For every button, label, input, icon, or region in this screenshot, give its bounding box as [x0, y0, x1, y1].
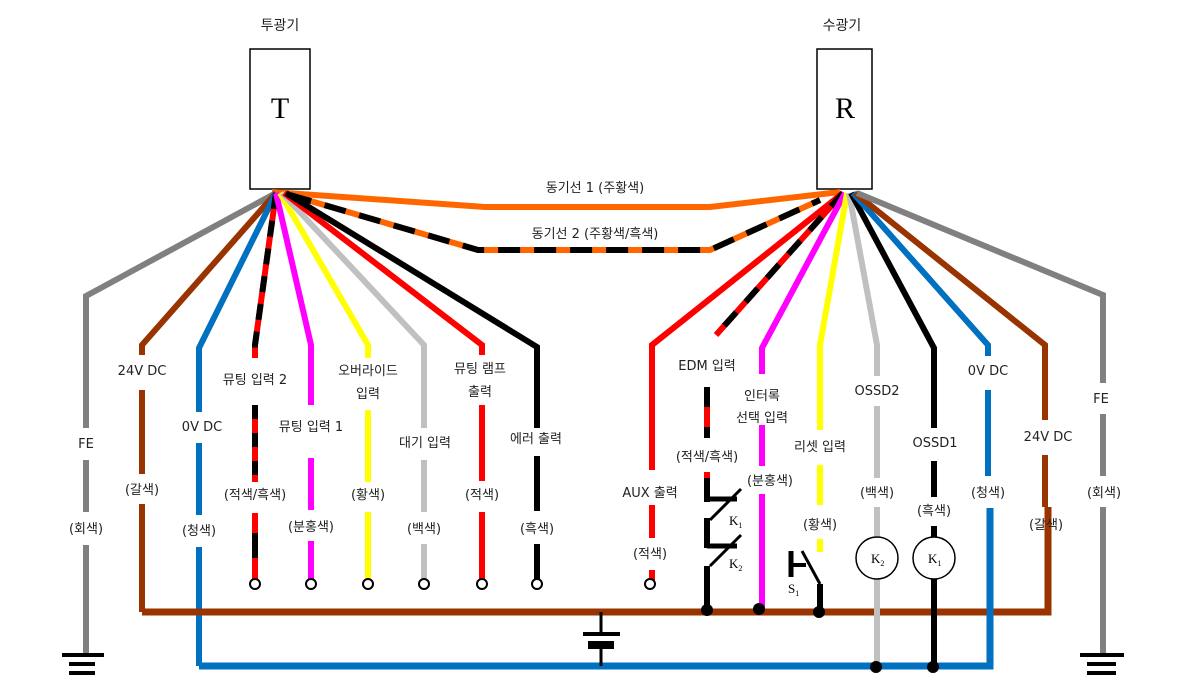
receiver-0v-color: (청색): [971, 486, 1005, 501]
junction-edm: [701, 604, 713, 616]
terminal-standby: [418, 578, 430, 590]
receiver-wire-reset: [817, 192, 850, 430]
junction-ossd2: [870, 661, 882, 673]
junction-reset: [813, 606, 825, 618]
emitter-wire-0v: [196, 191, 279, 412]
emitter-24v-color: (갈색): [125, 483, 159, 498]
emitter-muting2-color: (적색/흑색): [224, 488, 286, 503]
receiver-wire-ossd1: [848, 191, 937, 428]
emitter-muting-lamp-color: (적색): [465, 488, 499, 503]
emitter-muting-lamp-label-1: 뮤팅 램프: [454, 362, 506, 377]
sync-wire-2-label: 동기선 2 (주황색/흑색): [532, 227, 659, 242]
emitter-wire-24v: [139, 191, 279, 355]
receiver-wire-interlock: [759, 191, 848, 374]
emitter-title: 투광기: [261, 18, 300, 34]
terminal-muting1: [305, 578, 317, 590]
emitter-override-color: (황색): [351, 488, 385, 503]
emitter-0v-color: (청색): [182, 524, 216, 539]
sync-wire-1-label: 동기선 1 (주황색): [546, 181, 644, 196]
receiver-ossd1-color: (흑색): [917, 504, 951, 519]
receiver-wire-fe: [855, 190, 1106, 383]
emitter-fe-color: (회색): [69, 522, 103, 537]
receiver-letter: R: [835, 92, 855, 125]
terminal-override: [362, 578, 374, 590]
receiver-wire-edm: [704, 191, 846, 478]
emitter-24v-label: 24V DC: [118, 364, 167, 379]
emitter-wire-override: [277, 191, 371, 358]
receiver-interlock-label-2: 선택 입력: [736, 411, 788, 426]
emitter-muting1-label: 뮤팅 입력 1: [279, 420, 343, 435]
receiver-box: [816, 48, 873, 190]
receiver-wire-aux: [649, 190, 845, 470]
emitter-error-color: (흑색): [520, 522, 554, 537]
sync-wire-2-stripes: [289, 192, 822, 253]
receiver-ossd2-label: OSSD2: [854, 384, 899, 399]
emitter-0v-label: 0V DC: [182, 420, 222, 435]
emitter-wire-muting2: [252, 192, 279, 580]
k1-contact-label: K1: [729, 513, 742, 530]
emitter-fe-label: FE: [78, 437, 94, 452]
ground-icon-left: [62, 653, 104, 675]
terminal-error: [531, 578, 543, 590]
emitter-standby-label: 대기 입력: [399, 436, 451, 451]
receiver-interlock-color: (분홍색): [747, 474, 793, 489]
receiver-title: 수광기: [823, 18, 862, 34]
junction-interlock: [753, 603, 765, 615]
emitter-override-label-2: 입력: [356, 387, 380, 402]
emitter-muting2-label: 뮤팅 입력 2: [223, 373, 287, 388]
junction-ossd1: [927, 661, 939, 673]
emitter-standby-color: (백색): [407, 522, 441, 537]
emitter-error-label: 에러 출력: [510, 432, 562, 447]
emitter-wire-standby: [279, 190, 427, 428]
terminal-muting2: [249, 578, 261, 590]
receiver-interlock-label-1: 인터록: [744, 389, 780, 404]
sync-wire-1: [271, 189, 841, 210]
relay-contact-k1-k2: [704, 478, 743, 610]
receiver-24v-label: 24V DC: [1024, 430, 1073, 445]
emitter-wire-muting1: [273, 192, 314, 405]
receiver-fe-label: FE: [1093, 392, 1109, 407]
emitter-wire-fe: [83, 190, 278, 428]
receiver-24v-color: (갈색): [1029, 518, 1063, 533]
power-supply-icon: [583, 612, 620, 666]
receiver-wire-ossd2: [846, 192, 880, 376]
terminal-muting-lamp: [476, 578, 488, 590]
emitter-muting1-color: (분홍색): [288, 520, 334, 535]
k2-contact-label: K2: [729, 556, 742, 573]
relay-coil-k1-label: K1: [928, 551, 941, 568]
rail-24v: [142, 507, 1052, 616]
reset-switch-s1-icon: [788, 550, 823, 612]
receiver-0v-label: 0V DC: [968, 364, 1008, 379]
receiver-reset-color: (황색): [803, 518, 837, 533]
s1-label: S1: [788, 581, 799, 598]
receiver-ossd1-label: OSSD1: [912, 436, 957, 451]
relay-coil-k2-label: K2: [871, 551, 884, 568]
receiver-edm-color: (적색/흑색): [676, 450, 738, 465]
rail-0v: [199, 508, 994, 670]
terminal-aux: [644, 578, 656, 590]
emitter-muting-lamp-label-2: 출력: [468, 385, 492, 400]
receiver-wire-24v: [853, 190, 1048, 420]
emitter-wire-error: [284, 190, 540, 428]
emitter-wire-muting-lamp: [282, 190, 485, 355]
receiver-aux-label: AUX 출력: [622, 486, 677, 501]
emitter-letter: T: [271, 92, 289, 125]
emitter-override-label-1: 오버라이드: [338, 364, 398, 379]
receiver-aux-color: (적색): [633, 547, 667, 562]
receiver-fe-color: (회색): [1087, 486, 1121, 501]
receiver-reset-label: 리셋 입력: [794, 440, 846, 455]
emitter-box: [249, 48, 311, 190]
relay-coil-k2: [855, 536, 899, 580]
relay-coil-k1: [912, 536, 956, 580]
ground-icon-right: [1080, 653, 1124, 675]
receiver-wire-0v: [850, 191, 991, 356]
receiver-edm-label: EDM 입력: [678, 359, 736, 374]
receiver-ossd2-color: (백색): [860, 486, 894, 501]
